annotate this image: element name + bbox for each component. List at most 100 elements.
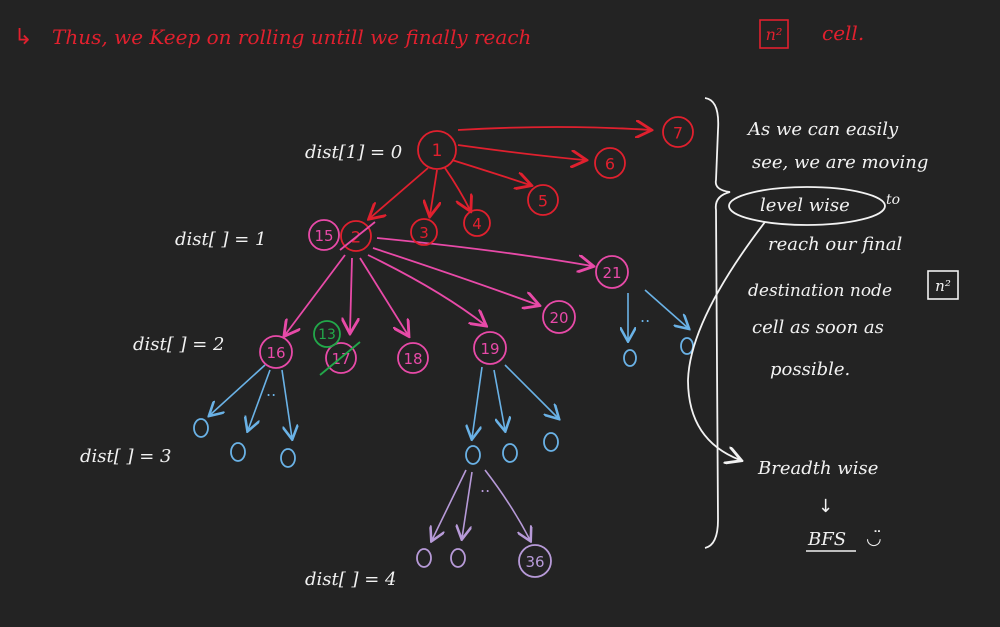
edge-21-b bbox=[644, 289, 688, 328]
ellipsis-16: .. bbox=[266, 381, 276, 400]
level-1-label: dist[ ] = 1 bbox=[175, 229, 267, 250]
edge-16-a bbox=[210, 364, 266, 415]
node-15: 15 bbox=[308, 219, 340, 251]
node-7: 7 bbox=[662, 116, 694, 148]
node-36: 36 bbox=[518, 544, 552, 578]
node-2: 2 bbox=[339, 220, 376, 252]
svg-text:19: 19 bbox=[480, 340, 499, 358]
header-n2-box bbox=[759, 19, 789, 49]
side-note: As we can easily see, we are moving leve… bbox=[687, 97, 959, 552]
note-boxed: level wise bbox=[760, 195, 850, 216]
red-edges bbox=[370, 127, 650, 218]
note-n2-box bbox=[927, 270, 959, 300]
svg-text:1: 1 bbox=[432, 141, 443, 161]
leaf-node bbox=[193, 418, 209, 438]
note-line-5: cell as soon as bbox=[752, 317, 884, 338]
node-5: 5 bbox=[527, 184, 559, 216]
red-nodes: 1 7 6 5 4 3 2 bbox=[339, 116, 694, 252]
level-0-label: dist[1] = 0 bbox=[305, 142, 402, 163]
node-6: 6 bbox=[594, 147, 626, 179]
edge-16-b bbox=[248, 369, 271, 430]
node-4: 4 bbox=[463, 209, 491, 237]
leaf-node bbox=[465, 445, 481, 465]
level-labels: dist[1] = 0 dist[ ] = 1 dist[ ] = 2 dist… bbox=[80, 142, 402, 590]
level-to-breadth-arrow bbox=[687, 221, 766, 460]
blue-edges bbox=[210, 289, 688, 438]
node-2-strike bbox=[339, 221, 376, 251]
purple-nodes: 36 bbox=[416, 544, 552, 578]
leaf-node bbox=[623, 349, 637, 367]
node-21: 21 bbox=[595, 255, 629, 289]
leaf-node bbox=[230, 442, 246, 462]
svg-text:18: 18 bbox=[403, 350, 422, 368]
svg-text:36: 36 bbox=[525, 553, 544, 571]
note-line-1: As we can easily bbox=[746, 119, 899, 140]
node-19: 19 bbox=[473, 331, 507, 365]
svg-text:20: 20 bbox=[549, 309, 568, 327]
leaf-node bbox=[416, 548, 432, 568]
note-line-4a: destination node bbox=[748, 281, 892, 301]
leaf-node bbox=[450, 548, 466, 568]
level-3-label: dist[ ] = 3 bbox=[80, 446, 172, 467]
leaf-node bbox=[280, 448, 296, 468]
curly-brace bbox=[704, 97, 731, 549]
edge-1-7 bbox=[457, 127, 650, 130]
purple-edges bbox=[432, 469, 530, 540]
edge-1-2 bbox=[370, 167, 429, 218]
header-line: ↳ Thus, we Keep on rolling untill we fin… bbox=[14, 19, 864, 50]
leaf-node bbox=[502, 443, 518, 463]
svg-text:13: 13 bbox=[318, 327, 336, 343]
header-text: Thus, we Keep on rolling untill we final… bbox=[52, 25, 531, 49]
note-to: to bbox=[886, 192, 900, 208]
note-line-3: reach our final bbox=[768, 234, 902, 255]
leaf-node bbox=[543, 432, 559, 452]
pink-edges bbox=[285, 237, 592, 335]
leaf-node bbox=[680, 337, 694, 355]
edge-19-c bbox=[504, 364, 558, 418]
pink-nodes: 15 21 20 16 17 18 19 bbox=[259, 219, 629, 376]
note-down-arrow: ↓ bbox=[818, 496, 833, 517]
ellipsis-21: .. bbox=[640, 307, 650, 326]
header-tail: cell. bbox=[822, 21, 864, 45]
edge-2-18 bbox=[359, 257, 408, 335]
note-line-4b: n² bbox=[935, 277, 951, 295]
level-wise-oval bbox=[728, 186, 886, 226]
svg-text:21: 21 bbox=[602, 264, 621, 282]
edge-1-4 bbox=[444, 167, 470, 210]
node-18: 18 bbox=[397, 342, 429, 374]
svg-text:3: 3 bbox=[419, 224, 429, 242]
edge-2-21 bbox=[376, 237, 592, 266]
smiley-icon: ◡̈ bbox=[866, 528, 882, 549]
edge-19-b bbox=[493, 369, 505, 430]
svg-text:7: 7 bbox=[673, 124, 683, 143]
node-16: 16 bbox=[259, 335, 293, 369]
note-bfs: BFS bbox=[807, 529, 846, 550]
note-line-6: possible. bbox=[770, 359, 850, 380]
edge-l3-a bbox=[432, 469, 467, 540]
node-13: 13 bbox=[313, 320, 341, 348]
node-1: 1 bbox=[417, 130, 457, 170]
note-breadth: Breadth wise bbox=[757, 458, 878, 479]
note-line-2: see, we are moving bbox=[752, 152, 928, 173]
node-20: 20 bbox=[542, 300, 576, 334]
edge-2-19 bbox=[367, 254, 485, 325]
edge-1-5 bbox=[451, 159, 530, 185]
edge-2-17 bbox=[350, 257, 352, 332]
node-17-strike bbox=[319, 341, 361, 376]
svg-text:5: 5 bbox=[538, 192, 548, 211]
svg-text:15: 15 bbox=[314, 227, 333, 245]
svg-text:16: 16 bbox=[266, 344, 285, 362]
edge-l3-36 bbox=[484, 469, 530, 540]
edge-2-16 bbox=[285, 254, 346, 335]
edge-1-3 bbox=[430, 169, 437, 215]
node-17: 17 bbox=[319, 341, 361, 376]
level-2-label: dist[ ] = 2 bbox=[133, 334, 225, 355]
ellipsis-19: .. bbox=[480, 477, 490, 496]
svg-text:4: 4 bbox=[472, 215, 482, 233]
svg-text:6: 6 bbox=[605, 155, 615, 174]
header-arrow: ↳ bbox=[14, 25, 32, 50]
level-4-label: dist[ ] = 4 bbox=[305, 569, 397, 590]
edge-1-6 bbox=[457, 144, 585, 160]
header-n2-label: n² bbox=[766, 25, 783, 44]
